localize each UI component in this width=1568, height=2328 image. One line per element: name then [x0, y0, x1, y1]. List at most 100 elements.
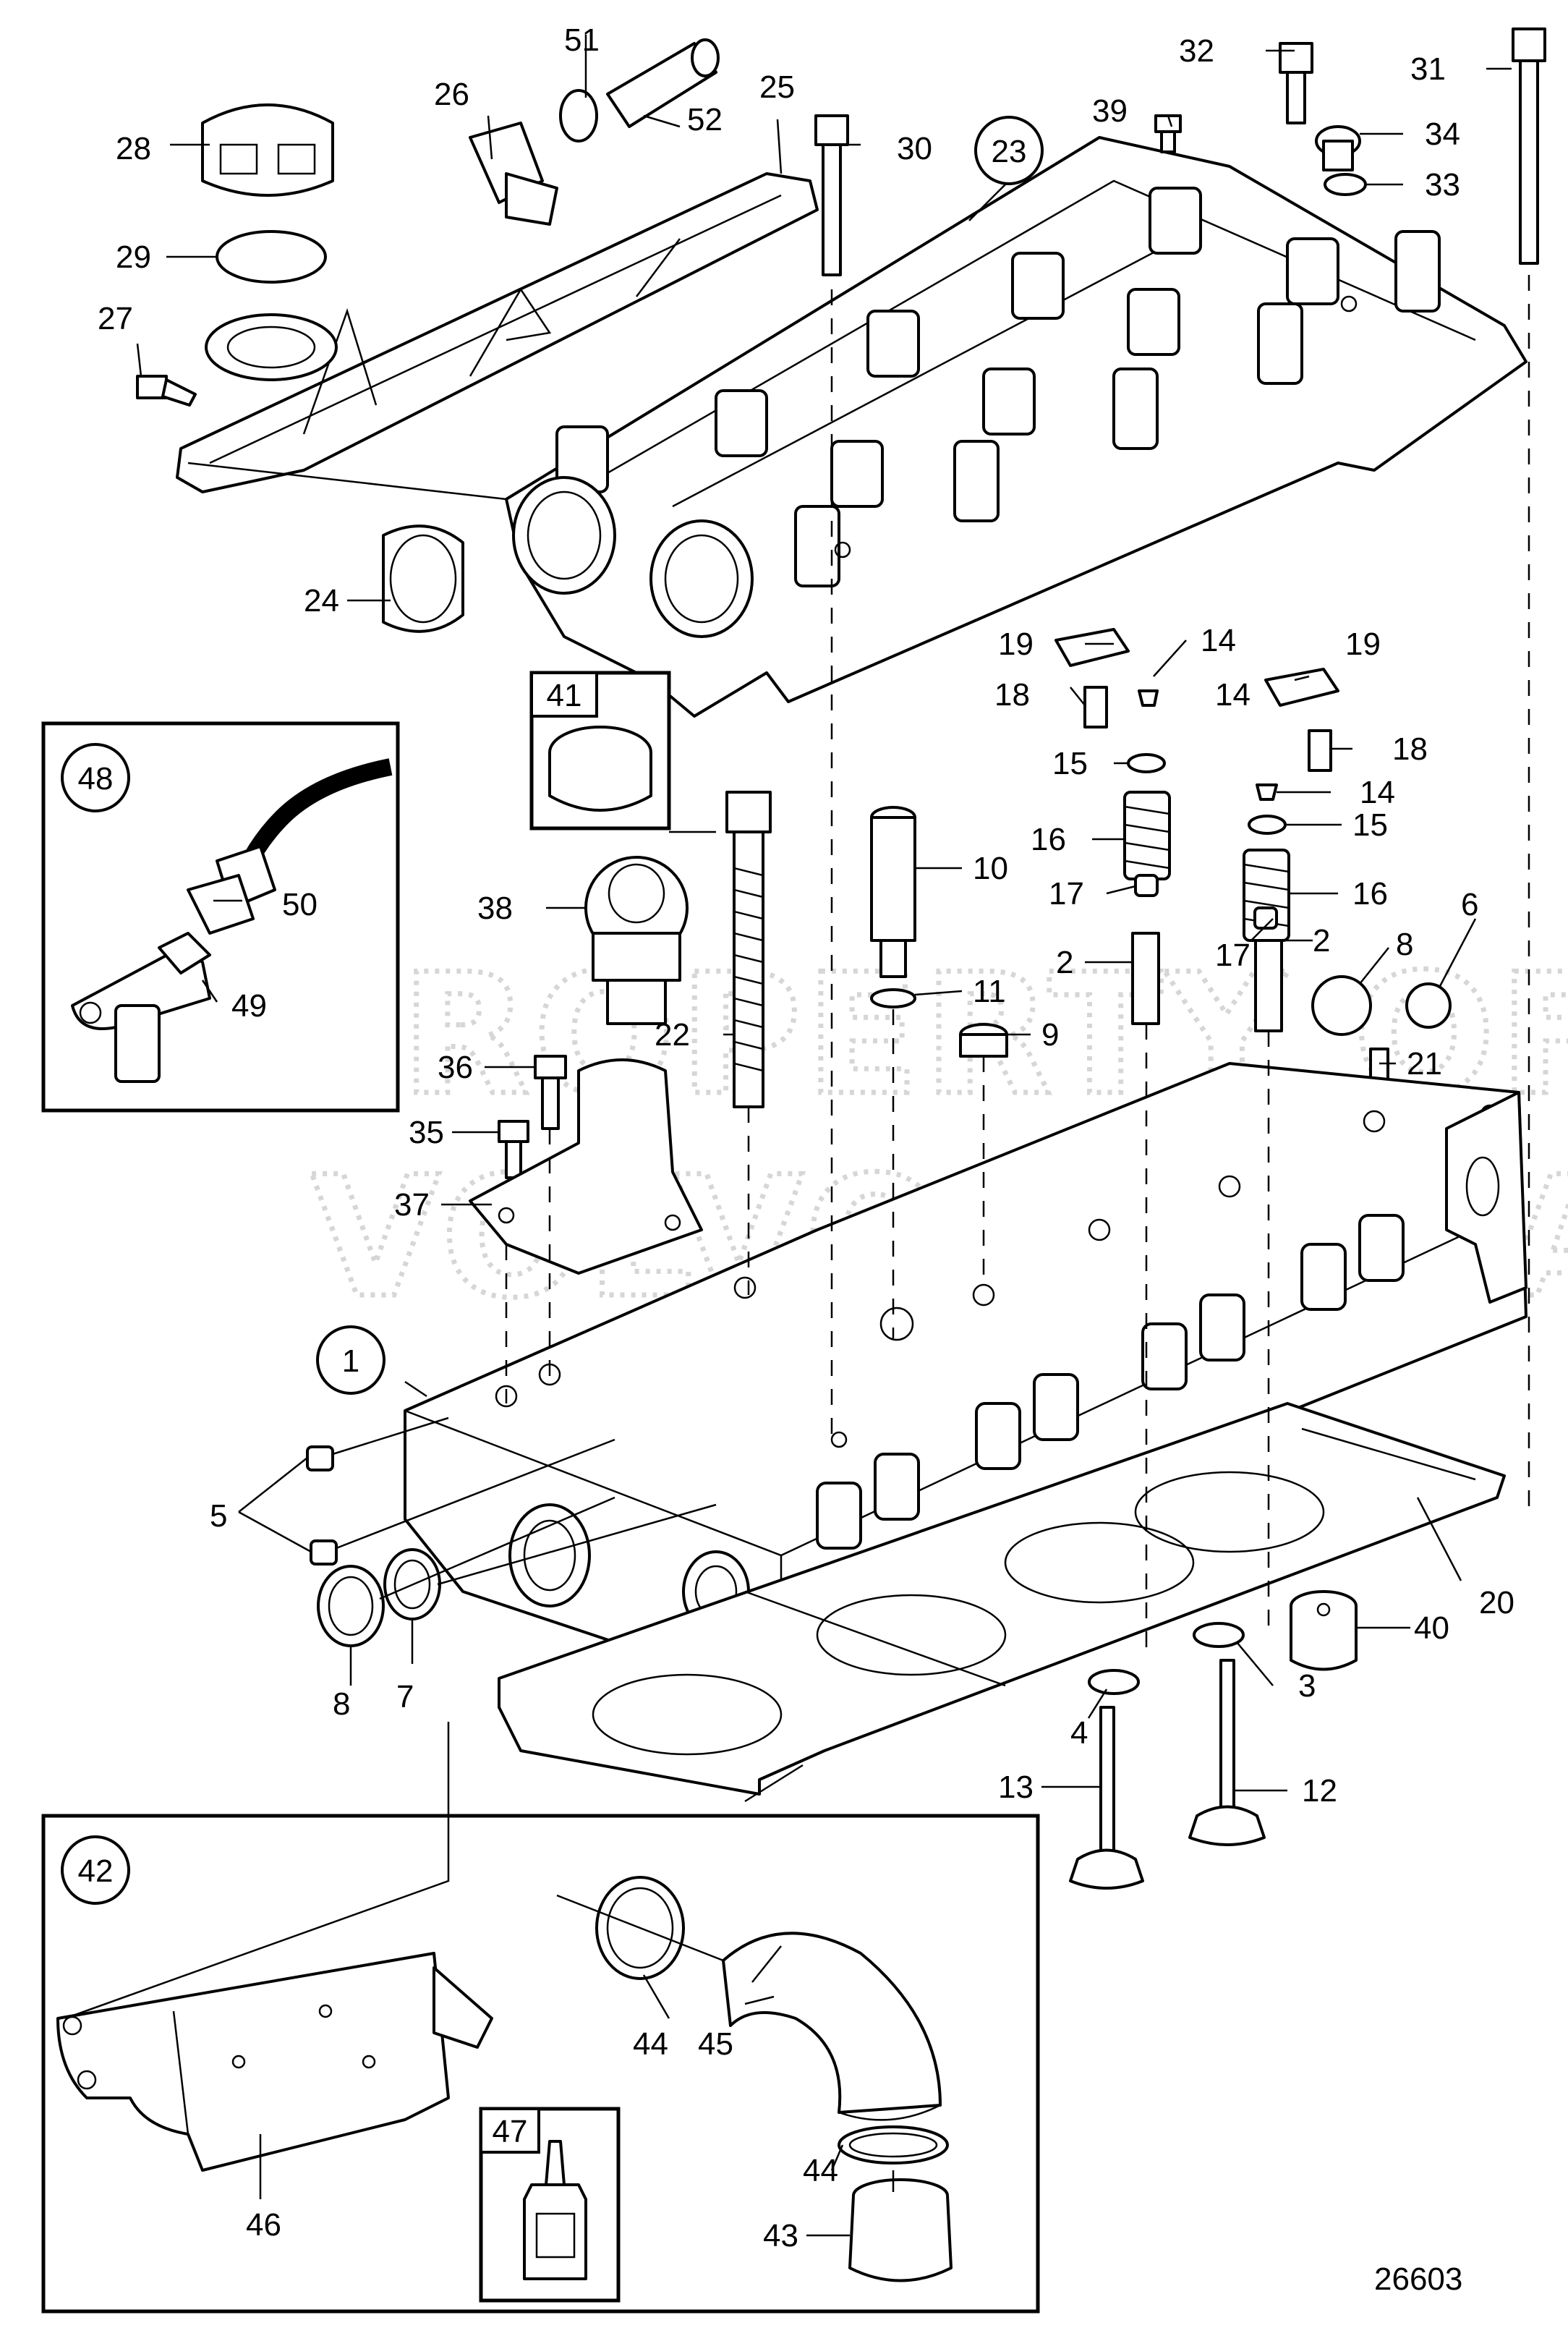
callout-34: 34	[1425, 116, 1460, 152]
svg-text:48: 48	[78, 761, 114, 796]
callout-31: 31	[1410, 51, 1446, 87]
valve-spring-16-left	[1123, 791, 1171, 880]
rocker-19-left	[1054, 628, 1130, 667]
oil-filler-cap	[201, 103, 334, 197]
valve-cover	[505, 136, 1527, 718]
bracket-37	[469, 1058, 703, 1275]
callout-4: 4	[1070, 1715, 1088, 1751]
valve-guide-2-right	[1254, 939, 1283, 1032]
bolt-30	[814, 114, 849, 276]
callout-14-left: 14	[1201, 623, 1236, 658]
callout-27: 27	[98, 301, 133, 336]
callout-52: 52	[687, 102, 723, 137]
svg-text:1: 1	[342, 1343, 359, 1379]
callout-12: 12	[1302, 1773, 1337, 1809]
screw-39	[1154, 114, 1182, 153]
seal-9	[959, 1023, 1008, 1058]
seal-8-front	[317, 1565, 385, 1647]
bolt-31	[1512, 27, 1546, 265]
callout-26: 26	[434, 77, 469, 112]
filler-cap-seal	[216, 230, 327, 284]
breather-elbow	[469, 122, 558, 226]
callout-15-left: 15	[1052, 746, 1088, 781]
callout-3: 3	[1298, 1668, 1316, 1704]
callout-46: 46	[246, 2207, 281, 2243]
plug-8-top	[1311, 975, 1372, 1036]
callout-9: 9	[1041, 1017, 1059, 1053]
svg-text:42: 42	[78, 1853, 114, 1889]
valve-guide-2-left	[1131, 932, 1160, 1025]
callout-44-top: 44	[633, 2026, 668, 2062]
callout-37: 37	[394, 1187, 430, 1223]
callout-20: 20	[1479, 1585, 1514, 1620]
callout-36: 36	[438, 1050, 473, 1085]
kit-41-box	[529, 671, 671, 830]
callout-29: 29	[116, 239, 151, 275]
svg-text:47: 47	[493, 2114, 528, 2149]
callout-2-left: 2	[1056, 945, 1073, 980]
callout-17-left: 17	[1049, 876, 1084, 912]
svg-text:23: 23	[992, 134, 1027, 169]
callout-14-right-top: 14	[1215, 677, 1250, 713]
plain-callouts: 51 52 26 25 28 29 27 24 30 39 32 31 34 3…	[98, 22, 1514, 2253]
callout-10: 10	[973, 851, 1008, 886]
callout-41-box-label: 41	[530, 671, 598, 718]
grommet-34	[1315, 125, 1361, 171]
head-side-ports	[816, 1214, 1405, 1550]
callout-51: 51	[564, 22, 600, 58]
kit-42-box	[41, 1814, 1040, 2314]
valve-13	[1069, 1706, 1144, 1890]
bolt-36	[534, 1055, 567, 1130]
callout-48-circle: 48	[61, 743, 130, 812]
callout-40: 40	[1414, 1610, 1449, 1646]
adjuster-18-right	[1308, 729, 1332, 772]
head-bolt-22	[725, 791, 772, 1108]
callout-49: 49	[231, 988, 267, 1024]
valve-12	[1188, 1659, 1266, 1846]
callout-8-front: 8	[333, 1686, 350, 1722]
callout-5: 5	[210, 1498, 227, 1534]
injector-sleeve-10	[870, 806, 916, 978]
callout-38: 38	[477, 891, 513, 926]
callout-30: 30	[897, 131, 932, 166]
screw-27	[136, 375, 197, 407]
callout-35: 35	[409, 1115, 444, 1150]
stem-seal-17-left	[1134, 874, 1159, 897]
o-ring-11	[870, 988, 916, 1008]
callout-22: 22	[655, 1017, 690, 1053]
callout-23-circle: 23	[974, 116, 1044, 185]
callout-43: 43	[763, 2218, 798, 2253]
figure-reference-number: 26603	[1374, 2261, 1462, 2297]
lifting-eye-38	[584, 856, 689, 1025]
callout-28: 28	[116, 131, 151, 166]
adjuster-18-left	[1083, 686, 1108, 728]
head-top-holes	[495, 1104, 1500, 1448]
callout-15-right: 15	[1352, 807, 1388, 843]
valve-seat-4	[1088, 1669, 1140, 1695]
valve-cover-bosses	[555, 187, 1441, 587]
callout-11: 11	[973, 974, 1006, 1009]
head-gasket	[498, 1402, 1506, 1796]
hose-clip-51	[559, 89, 598, 143]
circled-callouts: 23 41 48 1 42 47	[61, 116, 1044, 2154]
callout-13: 13	[998, 1770, 1034, 1805]
svg-text:41: 41	[547, 678, 582, 713]
callout-18-left: 18	[994, 677, 1030, 713]
callout-42-circle: 42	[61, 1835, 130, 1905]
callout-19-right: 19	[1345, 626, 1381, 662]
plugs-5	[306, 1445, 338, 1566]
callout-18-right: 18	[1392, 731, 1428, 767]
seal-24	[382, 524, 464, 633]
bolt-32	[1279, 42, 1313, 124]
callout-16-left: 16	[1031, 822, 1066, 857]
rocker-19-right	[1264, 668, 1339, 707]
valve-cap-14-left	[1138, 689, 1159, 707]
callout-16-right: 16	[1352, 876, 1388, 912]
callout-14-right: 14	[1360, 775, 1395, 810]
callout-6: 6	[1461, 887, 1478, 922]
filler-neck	[205, 313, 338, 381]
callout-44-bottom: 44	[803, 2153, 838, 2188]
callout-39: 39	[1092, 93, 1128, 129]
callout-21: 21	[1407, 1046, 1442, 1082]
